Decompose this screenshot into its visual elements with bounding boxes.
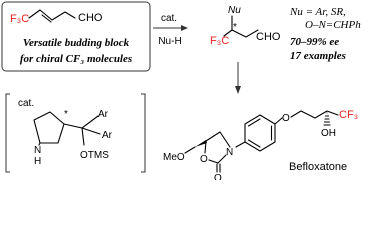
substrate-caption-line1: Versatile budding block xyxy=(23,37,130,49)
substrate-box: F₃C CHO Versatile budding block for chir… xyxy=(1,1,151,72)
substrate-box-frame xyxy=(1,1,151,72)
befloxatone-ring-o-label: O xyxy=(200,154,208,165)
oh-hashed-wedge xyxy=(323,112,331,126)
befloxatone-name: Befloxatone xyxy=(289,161,347,173)
product-cf3-label: F₃C xyxy=(210,35,229,47)
catalyst-right-bracket xyxy=(141,93,146,173)
catalyst-h-label: H xyxy=(34,156,41,167)
catalyst-stereo-mark: * xyxy=(64,109,68,120)
benzene-ring xyxy=(244,114,276,152)
ee-line: 70–99% ee xyxy=(290,36,339,48)
befloxatone-n-label: N xyxy=(226,147,233,158)
befloxatone-meo-label: MeO xyxy=(163,152,185,163)
befloxatone-cf3-label: CF₃ xyxy=(339,109,358,121)
product-structure: Nu F₃C * CHO xyxy=(210,5,281,47)
catalyst-otms-label: OTMS xyxy=(80,150,109,161)
nu-scope-line1: Nu = Ar, SR, xyxy=(289,6,346,18)
product-stereo-mark: * xyxy=(233,22,237,33)
substrate-caption-line2: for chiral CF₃ molecules xyxy=(20,53,132,65)
befloxatone-carbonyl-o-label: O xyxy=(214,173,222,180)
substrate-alkene-bonds xyxy=(28,9,76,23)
product-nu-label: Nu xyxy=(228,5,241,16)
catalyst-n-label: N xyxy=(34,145,41,156)
reaction-arrow-below-label: Nu-H xyxy=(158,36,181,47)
conditions-block: Nu = Ar, SR, O–N=CHPh 70–99% ee 17 examp… xyxy=(289,6,361,62)
examples-line: 17 examples xyxy=(290,50,346,62)
down-arrow-head xyxy=(235,86,241,94)
catalyst-structure: cat. N H * Ar Ar OTMS xyxy=(5,93,146,173)
substrate-cho-label: CHO xyxy=(78,12,103,24)
nu-scope-line2: O–N=CHPh xyxy=(305,19,361,31)
substrate-cf3-label: F₃C xyxy=(10,13,29,25)
catalyst-ar1-label: Ar xyxy=(98,109,109,120)
down-arrow xyxy=(235,62,241,94)
reaction-arrow-above-label: cat. xyxy=(161,13,177,24)
catalyst-left-bracket xyxy=(5,93,10,173)
befloxatone-oh-label: OH xyxy=(321,128,336,139)
reaction-arrow-head xyxy=(181,25,188,31)
reaction-scheme: F₃C CHO Versatile budding block for chir… xyxy=(1,1,361,180)
product-cho-label: CHO xyxy=(256,31,281,43)
befloxatone-structure: MeO O N O O OH CF₃ xyxy=(163,109,358,180)
befloxatone-ether-o-label: O xyxy=(282,113,290,124)
catalyst-ar2-label: Ar xyxy=(102,130,113,141)
reaction-arrow: cat. Nu-H xyxy=(153,13,188,47)
pyrrolidine-ring xyxy=(33,111,65,144)
catalyst-cat-label: cat. xyxy=(18,98,34,109)
